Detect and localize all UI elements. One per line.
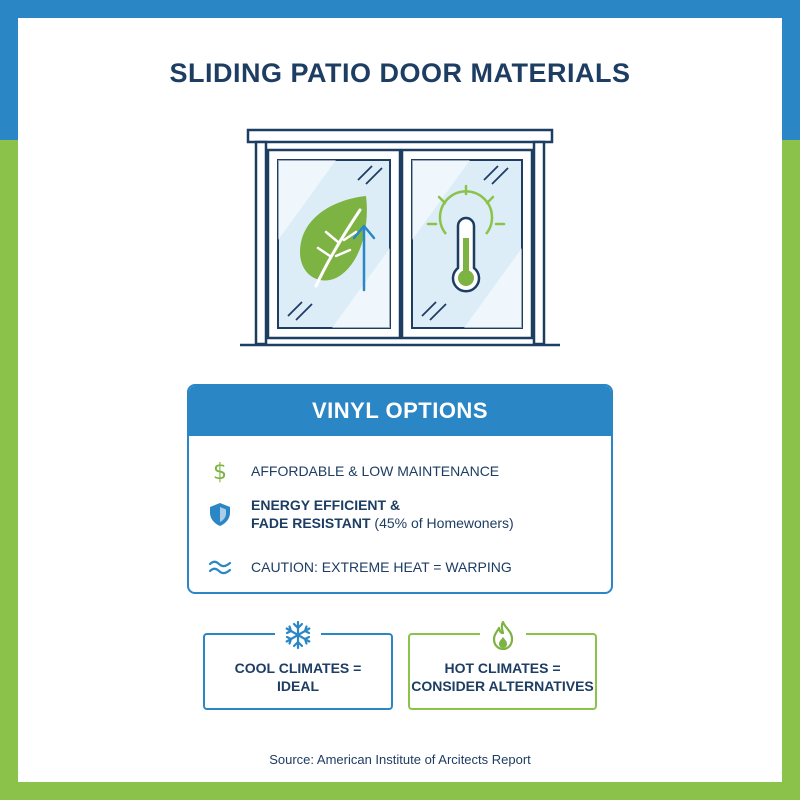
page-title: SLIDING PATIO DOOR MATERIALS xyxy=(169,58,631,88)
glare-line xyxy=(421,301,437,317)
vinyl-options-panel: VINYL OPTIONS $ AFFORDABLE & LOW MAINTEN… xyxy=(187,384,613,594)
shield-icon xyxy=(207,501,233,527)
glare-line xyxy=(287,301,303,317)
door-right-post xyxy=(532,140,546,346)
glare-line xyxy=(295,303,313,321)
glare-line xyxy=(357,165,373,181)
glare-line xyxy=(491,167,509,185)
hot-climates-line1: HOT CLIMATES = xyxy=(444,659,561,676)
cool-climates-line1: COOL CLIMATES = xyxy=(234,659,362,676)
hot-climates-line2: CONSIDER ALTERNATIVES xyxy=(411,677,594,694)
dollar-icon: $ xyxy=(207,458,233,484)
vinyl-item-note: (45% of Homewoners) xyxy=(370,515,514,531)
door-left-post xyxy=(254,140,268,346)
vinyl-item-label: AFFORDABLE & LOW MAINTENANCE xyxy=(251,463,500,479)
snowflake-icon xyxy=(275,618,321,652)
sliding-door-illustration xyxy=(240,128,560,350)
svg-text:$: $ xyxy=(213,460,227,484)
cool-climates-line2: IDEAL xyxy=(277,677,319,694)
vinyl-item-label: CAUTION: EXTREME HEAT = WARPING xyxy=(251,559,512,575)
glare-line xyxy=(429,303,447,321)
vinyl-options-heading: VINYL OPTIONS xyxy=(189,386,611,436)
sun-thermometer-icon xyxy=(426,184,506,293)
flame-icon xyxy=(479,618,526,652)
vinyl-item-caution: CAUTION: EXTREME HEAT = WARPING xyxy=(207,554,512,580)
vinyl-item-energy: ENERGY EFFICIENT & FADE RESISTANT (45% o… xyxy=(207,496,514,532)
left-glass-shine-2 xyxy=(332,248,390,328)
glare-line xyxy=(483,165,499,181)
door-header-beam xyxy=(246,128,554,144)
up-arrow-icon xyxy=(352,224,376,292)
leaf-icon xyxy=(300,196,367,288)
glare-line xyxy=(365,167,383,185)
source-citation: Source: American Institute of Arcitects … xyxy=(269,752,531,767)
vinyl-item-label: ENERGY EFFICIENT & xyxy=(251,497,401,513)
right-glass-shine-2 xyxy=(464,248,522,328)
wave-icon xyxy=(207,554,233,580)
hot-climates-box: HOT CLIMATES = CONSIDER ALTERNATIVES xyxy=(408,618,597,710)
left-glass-shine xyxy=(278,160,336,240)
cool-climates-box: COOL CLIMATES = IDEAL xyxy=(203,618,393,710)
vinyl-item-label-line2: FADE RESISTANT xyxy=(251,515,371,531)
vinyl-item-affordable: $ AFFORDABLE & LOW MAINTENANCE xyxy=(207,458,499,484)
sliding-door-svg xyxy=(240,128,560,347)
